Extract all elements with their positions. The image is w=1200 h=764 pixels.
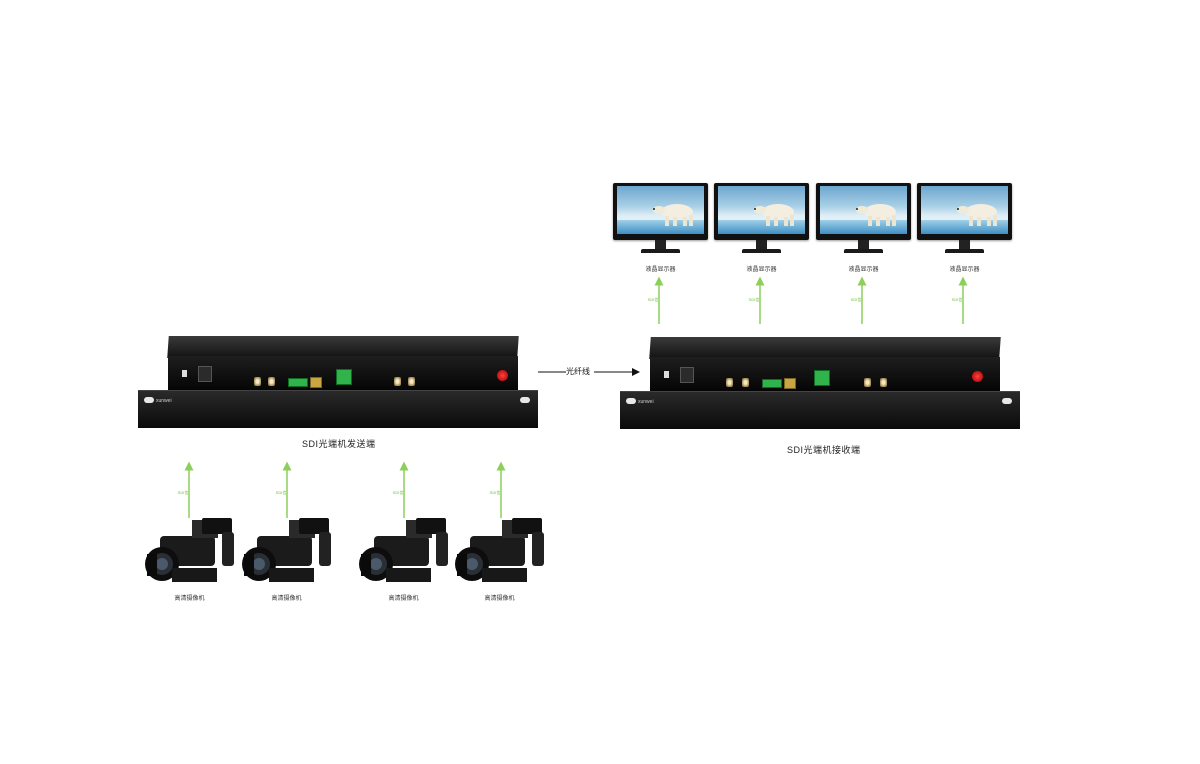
monitor-label-3: 液晶显示器 xyxy=(848,267,879,273)
power-socket xyxy=(680,367,694,383)
monitor-3 xyxy=(816,183,911,258)
fiber-port-red xyxy=(497,370,508,381)
polar-bear-image xyxy=(957,204,997,226)
monitor-bezel xyxy=(613,183,708,240)
monitor-label-2: 液晶显示器 xyxy=(746,267,777,273)
terminal-block xyxy=(336,369,352,385)
monitor-screen xyxy=(718,186,805,234)
power-socket xyxy=(198,366,212,382)
brand-logo: xunwei xyxy=(156,398,172,404)
camera-icon xyxy=(242,518,331,582)
signal-label-monitor-1: SDI信 xyxy=(647,297,659,302)
monitor-1 xyxy=(613,183,708,258)
monitor-label-1: 液晶显示器 xyxy=(645,267,676,273)
terminal-block xyxy=(762,379,782,388)
fiber-label: 光纤线 xyxy=(566,367,590,376)
terminal-block xyxy=(288,378,308,387)
sdi-sender-device: xunwei xyxy=(138,336,538,428)
sdi-receiver-device: xunwei xyxy=(620,337,1020,429)
receiver-label: SDI光端机接收端 xyxy=(787,445,861,455)
bnc-connector xyxy=(726,378,733,387)
power-switch xyxy=(664,371,669,378)
camera-label-3: 高清摄像机 xyxy=(388,596,419,602)
monitor-label-4: 液晶显示器 xyxy=(949,267,980,273)
camera-label-4: 高清摄像机 xyxy=(484,596,515,602)
camera-label-2: 高清摄像机 xyxy=(271,596,302,602)
device-front-panel xyxy=(650,357,1000,391)
signal-label-camera-1: SDI信 xyxy=(177,490,189,495)
polar-bear-image xyxy=(754,204,794,226)
device-front-panel xyxy=(168,356,518,390)
bnc-connector xyxy=(864,378,871,387)
rj45-port xyxy=(784,378,796,389)
signal-label-camera-4: SDI信 xyxy=(489,490,501,495)
fiber-port-red xyxy=(972,371,983,382)
sender-label: SDI光端机发送端 xyxy=(302,439,376,449)
brand-logo: xunwei xyxy=(638,399,654,405)
bnc-connector xyxy=(880,378,887,387)
signal-label-camera-3: SDI信 xyxy=(392,490,404,495)
bnc-connector xyxy=(408,377,415,386)
signal-label-camera-2: SDI信 xyxy=(275,490,287,495)
monitor-bezel xyxy=(917,183,1012,240)
rj45-port xyxy=(310,377,322,388)
camera-icon xyxy=(455,518,544,582)
camera-icon xyxy=(145,518,234,582)
monitor-screen xyxy=(921,186,1008,234)
bnc-connector xyxy=(254,377,261,386)
monitor-4 xyxy=(917,183,1012,258)
bnc-connector xyxy=(394,377,401,386)
monitor-screen xyxy=(820,186,907,234)
rack-ear xyxy=(620,391,1020,429)
monitor-2 xyxy=(714,183,809,258)
monitor-bezel xyxy=(714,183,809,240)
bnc-connector xyxy=(742,378,749,387)
signal-label-monitor-2: SDI信 xyxy=(748,297,760,302)
monitor-bezel xyxy=(816,183,911,240)
camera-icon xyxy=(359,518,448,582)
camera-label-1: 高清摄像机 xyxy=(174,596,205,602)
signal-label-monitor-4: SDI信 xyxy=(951,297,963,302)
monitor-screen xyxy=(617,186,704,234)
bnc-connector xyxy=(268,377,275,386)
signal-label-monitor-3: SDI信 xyxy=(850,297,862,302)
power-switch xyxy=(182,370,187,377)
polar-bear-image xyxy=(653,204,693,226)
polar-bear-image xyxy=(856,204,896,226)
terminal-block xyxy=(814,370,830,386)
rack-ear xyxy=(138,390,538,428)
